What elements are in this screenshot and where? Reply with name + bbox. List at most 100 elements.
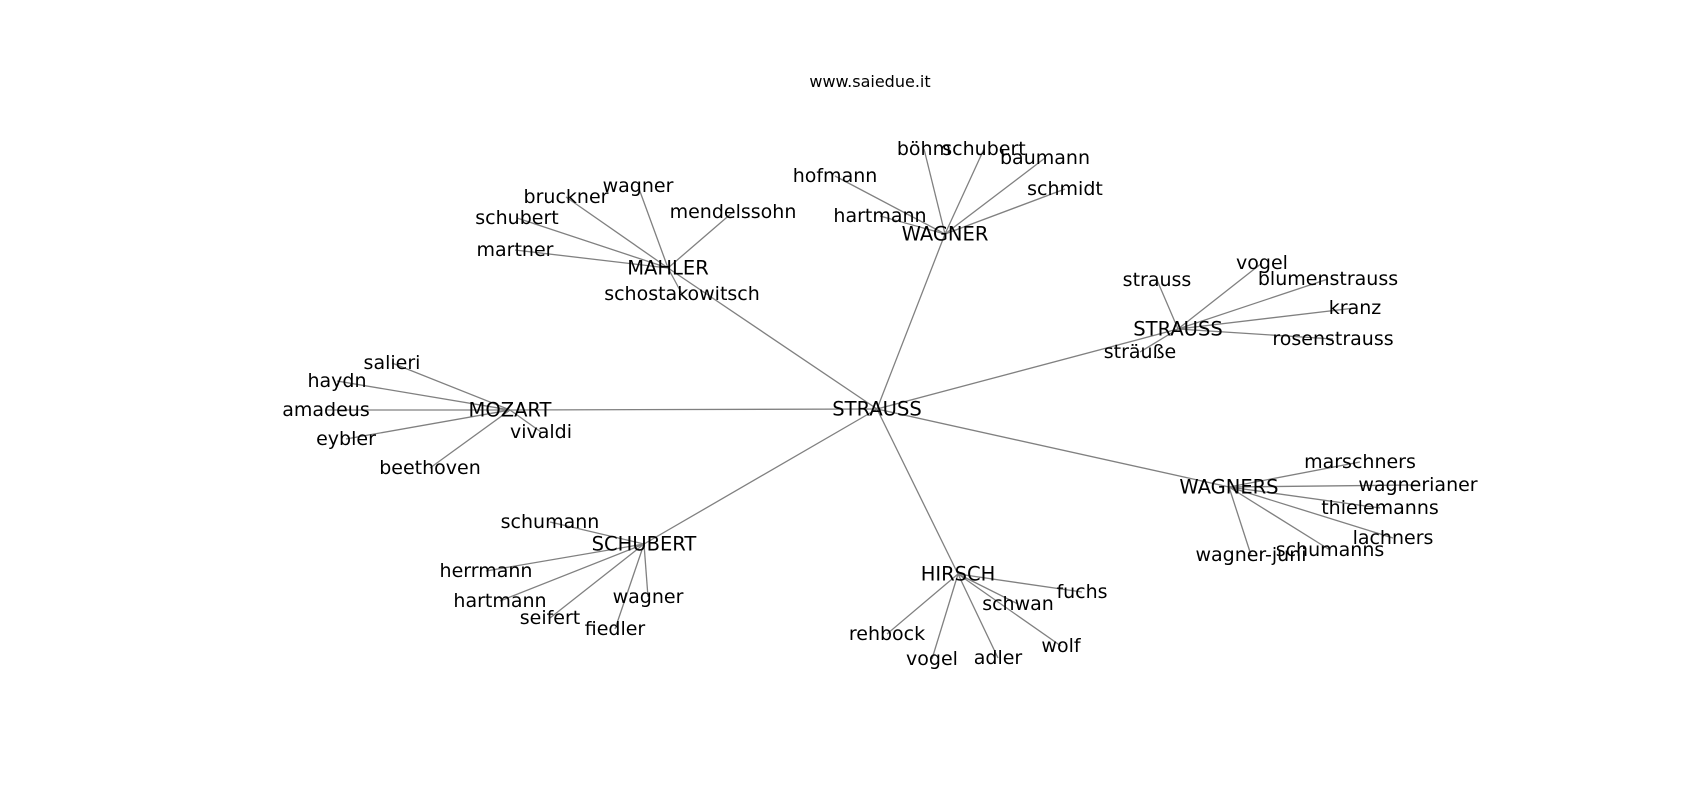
- leaf-node-label: rehbock: [849, 623, 925, 645]
- edge-wagners-2: [1228, 486, 1381, 509]
- leaf-node-label: wolf: [1041, 635, 1081, 657]
- edge-schubert-0: [549, 521, 645, 545]
- hub-node-label: MOZART: [469, 399, 552, 422]
- edge-hirsch-2: [957, 573, 1062, 647]
- edge-strauss-1: [1177, 262, 1263, 330]
- leaf-node-label: wagnerianer: [1358, 474, 1477, 496]
- edge-hirsch-4: [931, 573, 959, 660]
- edge-center-wagner: [876, 233, 946, 410]
- edge-wagner-4: [944, 188, 1066, 235]
- leaf-node-label: lachners: [1353, 527, 1434, 549]
- leaf-node-label: sträuße: [1104, 341, 1177, 363]
- edge-mahler-3: [516, 217, 669, 269]
- hub-node-label: WAGNER: [902, 223, 989, 246]
- site-title: www.saiedue.it: [809, 72, 930, 91]
- hub-node-label: WAGNERS: [1179, 476, 1278, 499]
- leaf-node-label: martner: [477, 239, 554, 261]
- leaf-node-label: vogel: [1236, 252, 1288, 274]
- edge-mahler-1: [637, 185, 669, 269]
- leaf-node-label: blumenstrauss: [1258, 268, 1398, 290]
- edge-mozart-0: [391, 362, 511, 411]
- edge-mahler-0: [565, 196, 669, 269]
- edge-center-mahler: [667, 267, 878, 410]
- leaf-node-label: haydn: [307, 370, 366, 392]
- leaf-node-label: baumann: [1000, 147, 1090, 169]
- edge-wagners-4: [1228, 486, 1331, 551]
- hub-node-label: STRAUSS: [1133, 318, 1222, 341]
- edge-schubert-1: [485, 543, 645, 572]
- leaf-node-label: strauss: [1123, 269, 1192, 291]
- leaf-node-label: seifert: [520, 607, 581, 629]
- leaf-node-label: böhm: [897, 138, 951, 160]
- edge-strauss-0: [1156, 279, 1179, 330]
- edge-mahler-2: [667, 211, 734, 269]
- edge-wagners-3: [1228, 486, 1394, 539]
- leaf-node-label: schmidt: [1027, 178, 1103, 200]
- edge-strauss-2: [1177, 278, 1329, 330]
- leaf-node-label: schubert: [475, 207, 558, 229]
- leaf-node-label: marschners: [1304, 451, 1416, 473]
- edge-mahler-4: [514, 249, 669, 269]
- edge-schubert-3: [549, 543, 645, 619]
- leaf-node-label: hartmann: [453, 590, 546, 612]
- leaf-node-label: hartmann: [833, 205, 926, 227]
- leaf-node-label: thielemanns: [1321, 497, 1439, 519]
- leaf-node-label: schostakowitsch: [604, 283, 760, 305]
- leaf-node-label: kranz: [1329, 297, 1381, 319]
- hub-node-label: HIRSCH: [921, 563, 996, 586]
- center-node-label: STRAUSS: [832, 398, 921, 421]
- leaf-node-label: schumann: [501, 511, 600, 533]
- edge-wagners-1: [1228, 484, 1419, 488]
- labels: STRAUSSMAHLERbrucknerwagnermendelssohnsc…: [282, 138, 1478, 670]
- edge-strauss-5: [1139, 328, 1179, 353]
- leaf-node-label: herrmann: [440, 560, 533, 582]
- hub-node-label: SCHUBERT: [592, 533, 697, 556]
- edge-mozart-5: [509, 409, 542, 433]
- edge-wagner-3: [944, 157, 1046, 235]
- leaf-node-label: fuchs: [1056, 581, 1107, 603]
- leaf-node-label: bruckner: [524, 186, 609, 208]
- edge-schubert-4: [614, 543, 645, 630]
- edge-schubert-2: [499, 543, 645, 602]
- hub-node-label: MAHLER: [627, 257, 709, 280]
- leaf-node-label: beethoven: [379, 457, 481, 479]
- leaf-node-label: fiedler: [585, 618, 646, 640]
- edge-schubert-5: [643, 543, 649, 598]
- leaf-node-label: eybler: [316, 428, 376, 450]
- leaf-node-label: rosenstrauss: [1272, 328, 1393, 350]
- leaf-node-label: vivaldi: [510, 421, 572, 443]
- edge-hirsch-0: [957, 573, 1083, 593]
- edge-mahler-5: [667, 267, 683, 295]
- leaf-node-label: schwan: [982, 593, 1054, 615]
- edge-strauss-4: [1177, 328, 1334, 340]
- edge-center-wagners: [876, 408, 1230, 488]
- edge-hirsch-5: [886, 573, 959, 635]
- edge-center-strauss: [876, 328, 1179, 410]
- edge-mozart-3: [345, 409, 511, 440]
- leaf-node-label: hofmann: [793, 165, 878, 187]
- edge-wagner-5: [879, 215, 946, 235]
- leaf-node-label: mendelssohn: [670, 201, 797, 223]
- edge-center-schubert: [643, 408, 878, 545]
- edge-center-hirsch: [876, 408, 959, 575]
- leaf-node-label: schumanns: [1276, 539, 1385, 561]
- leaf-node-label: amadeus: [282, 399, 370, 421]
- edge-wagner-1: [923, 148, 946, 235]
- leaf-node-label: schubert: [942, 138, 1025, 160]
- edge-wagner-0: [834, 175, 946, 235]
- leaf-node-label: salieri: [364, 352, 421, 374]
- edge-mozart-1: [336, 380, 511, 411]
- edge-hirsch-3: [957, 573, 999, 659]
- edge-mozart-4: [429, 409, 511, 469]
- edge-hirsch-1: [957, 573, 1019, 605]
- edge-wagner-2: [944, 148, 985, 235]
- edge-center-mozart: [509, 408, 878, 411]
- leaf-node-label: wagner: [613, 586, 684, 608]
- leaf-node-label: vogel: [906, 648, 958, 670]
- edge-wagners-0: [1228, 461, 1361, 488]
- edges: [326, 148, 1419, 660]
- leaf-node-label: wagner-juni: [1195, 544, 1306, 566]
- leaf-node-label: wagner: [603, 175, 674, 197]
- leaf-node-label: adler: [974, 647, 1023, 669]
